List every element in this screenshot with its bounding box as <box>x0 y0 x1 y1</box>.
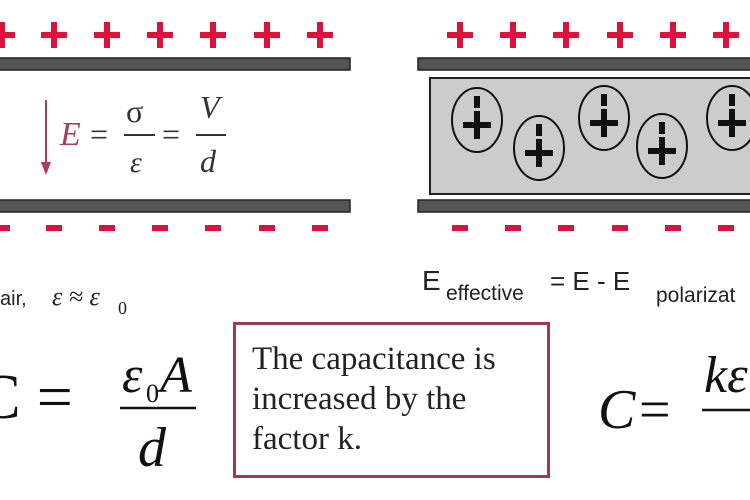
eff-E: E <box>422 265 441 296</box>
minus-charge-icon <box>612 225 628 231</box>
dielectric-slab <box>429 77 750 195</box>
cap-eps-sub: 0 <box>146 379 159 408</box>
minus-charge-icon <box>312 225 328 231</box>
cap-d: d <box>138 417 167 479</box>
air-label: air, <box>0 288 27 310</box>
minus-charge-icon <box>46 225 62 231</box>
left-top-plate <box>0 57 351 71</box>
minus-charge-icon <box>0 225 10 231</box>
plus-charge-icon <box>500 22 526 48</box>
plus-charge-icon <box>147 22 173 48</box>
distance: d <box>200 143 217 179</box>
left-bottom-plate <box>0 199 351 213</box>
epsilon: ε <box>130 146 142 179</box>
dipole-icon <box>451 87 503 153</box>
cap-epsilon: ε <box>122 347 143 404</box>
cap-C: C = <box>0 361 73 432</box>
field-symbol: E <box>59 116 81 153</box>
minus-charge-icon <box>99 225 115 231</box>
minus-charge-icon <box>718 225 734 231</box>
air-subscript: 0 <box>118 298 127 318</box>
cap-area: A <box>157 347 192 404</box>
note-line: The capacitance is <box>252 341 496 377</box>
dipole-icon <box>706 85 750 151</box>
equals-1: = <box>90 116 108 152</box>
plus-charge-icon <box>607 22 633 48</box>
cap-k-num: kε <box>704 347 748 404</box>
air-relation: ε ≈ ε <box>52 282 101 311</box>
dipole-icon <box>578 85 630 151</box>
plus-charge-icon <box>553 22 579 48</box>
field-arrowhead-icon <box>41 162 51 175</box>
plus-charge-icon <box>41 22 67 48</box>
dipole-icon <box>636 113 688 179</box>
plus-charge-icon <box>307 22 333 48</box>
minus-charge-icon <box>505 225 521 231</box>
sigma: σ <box>126 93 143 129</box>
right-bottom-plate <box>417 199 750 213</box>
eff-sub: effective <box>446 282 524 305</box>
eff-sub2: polarizat <box>656 284 736 307</box>
plus-charge-icon <box>0 22 15 48</box>
plus-charge-icon <box>447 22 473 48</box>
dipole-icon <box>513 115 565 181</box>
minus-charge-icon <box>259 225 275 231</box>
equals-2: = <box>162 116 180 152</box>
plus-charge-icon <box>254 22 280 48</box>
cap-k-C: C= <box>598 379 673 441</box>
eff-mid: = E - E <box>550 266 630 296</box>
plus-charge-icon <box>660 22 686 48</box>
minus-charge-icon <box>205 225 221 231</box>
capacitance-note-box: The capacitance is increased by the fact… <box>233 322 550 478</box>
minus-charge-icon <box>452 225 468 231</box>
voltage: V <box>200 89 223 125</box>
minus-charge-icon <box>558 225 574 231</box>
minus-charge-icon <box>152 225 168 231</box>
note-line: factor k. <box>252 421 362 457</box>
plus-charge-icon <box>94 22 120 48</box>
plus-charge-icon <box>200 22 226 48</box>
plus-charge-icon <box>713 22 739 48</box>
note-line: increased by the <box>252 381 467 417</box>
minus-charge-icon <box>665 225 681 231</box>
right-top-plate <box>417 57 750 71</box>
